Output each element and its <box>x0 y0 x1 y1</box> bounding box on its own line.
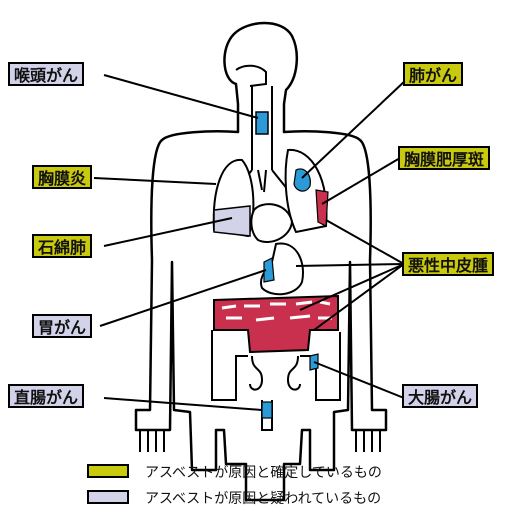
legend-text-suspected: アスベストが原因と疑われているもの <box>145 488 381 508</box>
legend-swatch-suspected <box>87 490 129 504</box>
label-rectal-cancer: 直腸がん <box>8 384 84 408</box>
legend-text-confirmed: アスベストが原因と確定しているもの <box>145 462 382 482</box>
label-pleurisy: 胸膜炎 <box>32 165 92 189</box>
label-stomach-cancer: 胃がん <box>32 314 92 338</box>
label-pleural-plaque: 胸膜肥厚斑 <box>398 146 490 170</box>
label-mesothelioma: 悪性中皮腫 <box>402 252 494 276</box>
label-colon-cancer: 大腸がん <box>402 384 478 408</box>
rectum-tumor <box>262 402 272 418</box>
right-hand <box>356 430 380 452</box>
label-lung-cancer: 肺がん <box>403 62 463 86</box>
legend-swatch-confirmed <box>87 464 129 478</box>
label-asbestosis: 石綿肺 <box>32 234 92 258</box>
left-hand <box>140 430 164 452</box>
label-laryngeal-cancer: 喉頭がん <box>8 62 84 86</box>
larynx-tumor <box>256 112 268 134</box>
